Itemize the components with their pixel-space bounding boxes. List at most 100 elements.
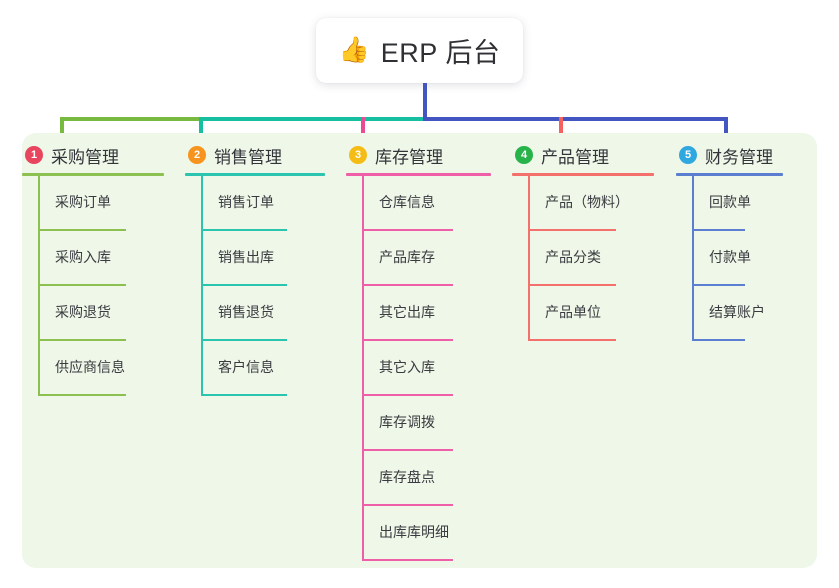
branch-item-rule [38, 339, 126, 341]
branch-item-label: 出库库明细 [379, 524, 449, 540]
branch-number-badge: 3 [349, 146, 367, 164]
branch-item-label: 库存盘点 [379, 469, 435, 485]
branch-item[interactable]: 销售退货 [185, 286, 343, 341]
branch-header-rule [22, 173, 164, 176]
branch-item-label: 其它入库 [379, 359, 435, 375]
branch-item-rule [362, 339, 453, 341]
branch-title: 产品管理 [541, 147, 609, 167]
branch-item-label: 销售出库 [218, 249, 274, 265]
branch-title: 财务管理 [705, 147, 773, 167]
branch-item[interactable]: 供应商信息 [22, 341, 182, 396]
branch-header-rule [185, 173, 325, 176]
branch-number-badge: 4 [515, 146, 533, 164]
branch-item[interactable]: 产品（物料） [512, 176, 672, 231]
branch-item-label: 产品分类 [545, 249, 601, 265]
branch-spine [528, 176, 530, 341]
drop-col-2 [199, 117, 203, 143]
branch-header-rule [346, 173, 491, 176]
branch-item-list: 产品（物料） 产品分类产品单位 [512, 176, 672, 341]
branch-item-rule [362, 559, 453, 561]
branch-item-rule [362, 449, 453, 451]
branch-item-rule [362, 394, 453, 396]
branch-item[interactable]: 产品分类 [512, 231, 672, 286]
drop-col-3 [361, 117, 365, 143]
branch-item[interactable]: 库存调拨 [346, 396, 509, 451]
branch-item-label: 产品（物料） [545, 194, 629, 210]
branch-item-rule [528, 229, 616, 231]
branch-item[interactable]: 其它入库 [346, 341, 509, 396]
thumbs-up-icon: 👍 [338, 36, 370, 64]
branch-item[interactable]: 产品库存 [346, 231, 509, 286]
branch-item-list: 采购订单采购入库采购退货供应商信息 [22, 176, 182, 396]
branch-item-rule [201, 339, 287, 341]
branch-item-label: 仓库信息 [379, 194, 435, 210]
branch-header-rule [676, 173, 783, 176]
branch-item[interactable]: 付款单 [676, 231, 801, 286]
branch-header-5[interactable]: 5 财务管理 [676, 142, 801, 168]
branch-item-rule [692, 229, 745, 231]
bar-segment-teal [199, 117, 425, 121]
branch-item[interactable]: 客户信息 [185, 341, 343, 396]
branch-item-rule [528, 339, 616, 341]
branch-number-badge: 2 [188, 146, 206, 164]
branch-item[interactable]: 库存盘点 [346, 451, 509, 506]
branch-item[interactable]: 仓库信息 [346, 176, 509, 231]
branch-item[interactable]: 回款单 [676, 176, 801, 231]
branch-spine [362, 176, 364, 561]
branch-column-2[interactable]: 2 销售管理销售订单销售出库销售退货客户信息 [185, 142, 343, 396]
branch-item-label: 销售订单 [218, 194, 274, 210]
root-title: ERP 后台 [380, 38, 501, 68]
branch-item-label: 销售退货 [218, 304, 274, 320]
branch-title: 库存管理 [375, 147, 443, 167]
branch-item-label: 产品单位 [545, 304, 601, 320]
drop-col-1 [60, 117, 64, 143]
branch-item-label: 供应商信息 [55, 359, 125, 375]
branch-item-rule [692, 284, 745, 286]
drop-col-4 [559, 117, 563, 143]
branch-item-rule [201, 284, 287, 286]
branch-item-list: 销售订单销售出库销售退货客户信息 [185, 176, 343, 396]
branch-item-label: 回款单 [709, 194, 751, 210]
branch-spine [692, 176, 694, 341]
branch-item-rule [362, 229, 453, 231]
branch-spine [38, 176, 40, 396]
branch-item[interactable]: 采购入库 [22, 231, 182, 286]
branch-column-3[interactable]: 3 库存管理仓库信息产品库存其它出库其它入库库存调拨库存盘点出库库明细 [346, 142, 509, 561]
branch-number-badge: 1 [25, 146, 43, 164]
branch-item-rule [38, 394, 126, 396]
branch-column-5[interactable]: 5 财务管理回款单付款单结算账户 [676, 142, 801, 341]
branch-header-4[interactable]: 4 产品管理 [512, 142, 672, 168]
branch-item[interactable]: 出库库明细 [346, 506, 509, 561]
branch-item-rule [201, 229, 287, 231]
bar-segment-blue [423, 117, 728, 121]
branch-item[interactable]: 采购退货 [22, 286, 182, 341]
root-node-card[interactable]: 👍 ERP 后台 [316, 18, 523, 83]
branch-spine [201, 176, 203, 396]
bar-segment-green [60, 117, 203, 121]
branch-item-label: 采购入库 [55, 249, 111, 265]
branch-item-rule [38, 284, 126, 286]
branch-item-rule [38, 229, 126, 231]
root-stem-line [423, 83, 427, 121]
branch-column-4[interactable]: 4 产品管理产品（物料） 产品分类产品单位 [512, 142, 672, 341]
branch-item-label: 付款单 [709, 249, 751, 265]
branch-number-badge: 5 [679, 146, 697, 164]
branch-item[interactable]: 销售出库 [185, 231, 343, 286]
branch-item-rule [362, 504, 453, 506]
branch-item-list: 回款单付款单结算账户 [676, 176, 801, 341]
branch-item[interactable]: 采购订单 [22, 176, 182, 231]
branch-header-3[interactable]: 3 库存管理 [346, 142, 509, 168]
branch-item[interactable]: 其它出库 [346, 286, 509, 341]
branch-header-rule [512, 173, 654, 176]
branch-item[interactable]: 销售订单 [185, 176, 343, 231]
branch-item-label: 结算账户 [709, 304, 765, 320]
branch-header-2[interactable]: 2 销售管理 [185, 142, 343, 168]
branch-item-rule [201, 394, 287, 396]
branch-item[interactable]: 产品单位 [512, 286, 672, 341]
branch-title: 销售管理 [214, 147, 282, 167]
branch-item[interactable]: 结算账户 [676, 286, 801, 341]
branch-item-label: 库存调拨 [379, 414, 435, 430]
